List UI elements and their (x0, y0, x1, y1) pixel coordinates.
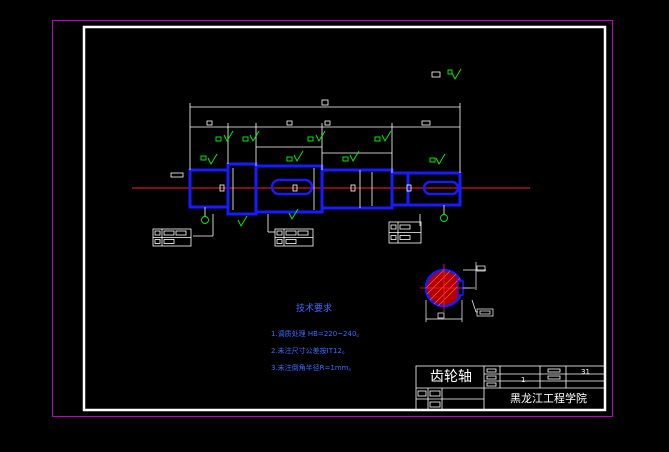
drawing-frame (82, 25, 607, 412)
dimension-tags (170, 71, 441, 192)
tech-note-1: 1.调质处理 HB=220~240。 (271, 330, 364, 338)
title-block (415, 365, 606, 411)
keyway-left (270, 178, 314, 196)
tech-note-2: 2.未注尺寸公差按IT12。 (271, 347, 349, 355)
roughness-symbols (200, 68, 462, 227)
school-name: 黑龙江工程学院 (510, 392, 587, 405)
part-name: 齿轮轴 (430, 369, 472, 385)
shaft-outline (188, 162, 462, 216)
leader-lines (193, 205, 445, 237)
keyway-right (422, 180, 460, 196)
dimension-lines (189, 103, 461, 173)
outer-border (52, 20, 613, 417)
section-view (420, 262, 494, 322)
shaft-detail-lines (232, 168, 373, 210)
tolerance-frames (152, 221, 422, 247)
quantity-value: 1 (521, 376, 526, 384)
sheet-number: 31 (581, 368, 590, 376)
tech-notes-heading: 技术要求 (296, 304, 333, 314)
tech-note-3: 3.未注倒角半径R=1mm。 (271, 364, 356, 372)
